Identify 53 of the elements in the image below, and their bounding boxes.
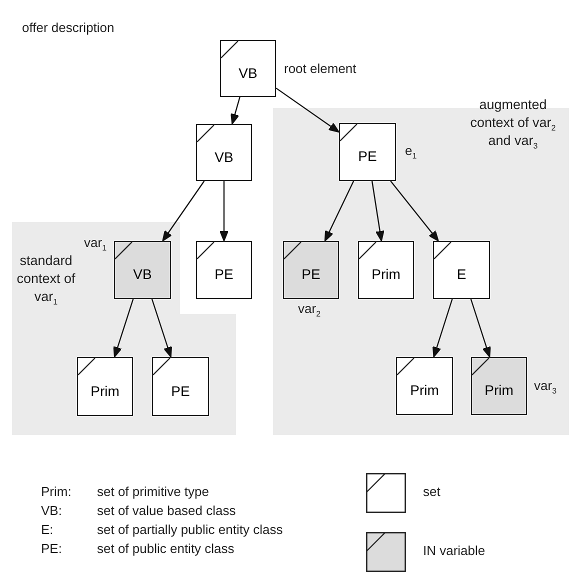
set-box: [196, 241, 252, 299]
arrow: [230, 96, 240, 124]
box-label: Prim: [90, 382, 120, 398]
definition: set of primitive type: [97, 484, 209, 499]
region-label: augmented context of var$_{2}$ and var$_{3}$: [469, 96, 557, 150]
box-label: Prim: [410, 382, 439, 398]
arrow: [390, 180, 439, 242]
box-label: PE: [302, 266, 320, 282]
set-box: [396, 357, 453, 415]
region-label: standard context of var$_{1}$: [16, 252, 76, 306]
abbreviation: Prim:: [41, 484, 72, 499]
definition: set of partially public entity class: [97, 522, 283, 537]
box-label: VB: [133, 266, 152, 282]
set-box: [220, 40, 276, 97]
box-label: Prim: [372, 266, 400, 282]
arrow: [470, 298, 491, 358]
set-box: [196, 124, 252, 181]
abbreviation: PE:: [41, 541, 62, 556]
definition: set of value based class: [97, 503, 236, 518]
arrow: [220, 181, 228, 242]
caption-label: offer description: [22, 20, 114, 35]
arrow: [276, 88, 340, 133]
box-label: VB: [214, 148, 234, 164]
box-label: PE: [171, 382, 190, 398]
box-label: PE: [214, 266, 234, 282]
set-box: [339, 123, 396, 181]
box-label: VB: [238, 64, 258, 80]
arrow: [162, 180, 205, 242]
in-variable-box: [471, 357, 527, 415]
in-variable-box: [114, 241, 171, 299]
abbreviation: VB:: [41, 503, 62, 518]
in-variable-box: [283, 241, 339, 299]
arrow: [432, 298, 453, 358]
abbreviation: E:: [41, 522, 54, 537]
definition: set of public entity class: [97, 541, 234, 556]
arrow: [324, 180, 354, 242]
set-box: [77, 357, 133, 416]
set-box: [358, 241, 414, 299]
arrow: [151, 298, 172, 358]
annotation-label: e$_{1}$: [405, 143, 417, 158]
arrow: [113, 298, 134, 358]
legend-label: set: [423, 484, 440, 499]
annotation-label: root element: [284, 61, 356, 76]
annotation-label: var$_{2}$: [298, 301, 321, 316]
annotation-label: var$_{1}$: [84, 235, 107, 250]
legend-label: IN variable: [423, 543, 486, 558]
set-box: [152, 357, 209, 416]
annotation-label: var$_{3}$: [534, 378, 557, 393]
box-label: Prim: [484, 382, 514, 398]
arrow: [371, 180, 384, 242]
set-box: [433, 241, 490, 299]
box-label: PE: [358, 148, 377, 164]
box-label: E: [456, 266, 466, 282]
